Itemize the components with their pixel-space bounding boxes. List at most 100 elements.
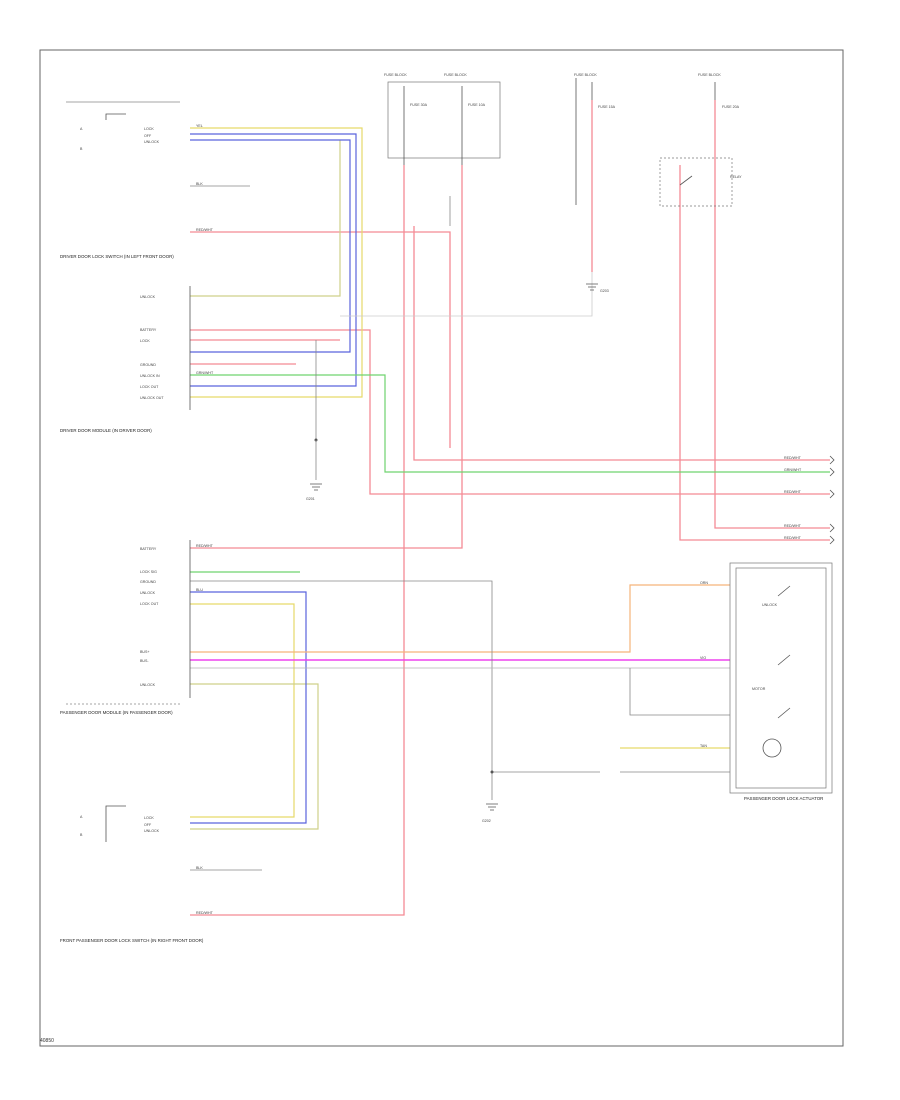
right-fuse-b-label: FUSE 20A [722, 105, 740, 109]
blue-wires [190, 133, 357, 824]
continuation-marker-3 [829, 489, 835, 499]
red-wire-battery-driver-switch [190, 231, 451, 448]
actuator-inner-box [735, 567, 827, 789]
green-wires [190, 374, 830, 573]
wire-labels: RED/WHT RED/WHT RED/WHT BLK BLK GRN/WHT … [196, 124, 802, 915]
g202-label: G202 [482, 819, 491, 823]
driver-door-lock-switch: A B LOCK OFF UNLOCK DRIVER DOOR LOCK SWI… [60, 101, 180, 259]
yellow-wire-driver-switch-lock [190, 127, 363, 398]
relay-box [659, 157, 733, 207]
actuator-label-unlock: UNLOCK [762, 603, 778, 607]
olive-wire-passenger-unlock [190, 683, 319, 830]
continuation-markers [829, 455, 835, 545]
passenger-module-pin-5: BUS+ [140, 650, 150, 654]
relay-contact [679, 175, 693, 186]
wire-label-yellow: YEL [196, 124, 203, 128]
actuator-switch-2 [777, 654, 791, 666]
relay-label: RELAY [730, 175, 742, 179]
ground-g203: G203 [586, 283, 609, 293]
blue-wire-driver-switch-unlock [190, 139, 351, 353]
right-fuse-a-label: FUSE 15A [598, 105, 616, 109]
red-wire-driver-module-battery [190, 329, 830, 495]
wire-label-green-white: GRN/WHT [196, 371, 214, 375]
g203-symbol [586, 283, 598, 291]
olive-wire-driver-unlock [190, 140, 341, 297]
gray-wire-passenger-ground [190, 580, 600, 773]
yellow-wires [190, 127, 730, 830]
passenger-switch-pole-b: B [80, 833, 83, 837]
wire-label-violet: VIO [700, 656, 706, 660]
upper-fuse-mid-label: FUSE 10A [468, 103, 486, 107]
right-fuse-block: FUSE BLOCK FUSE BLOCK FUSE 15A FUSE 20A … [574, 73, 742, 207]
passenger-module-pin-6: BUS- [140, 659, 149, 663]
driver-switch-pin-off: OFF [144, 134, 152, 138]
red-wire-upper-fuse-to-passenger-module [190, 165, 463, 549]
ground-g202: G202 [482, 770, 498, 823]
diagram-code: 40850 [40, 1038, 54, 1044]
driver-module-pin-6: UNLOCK OUT [140, 396, 164, 400]
actuator-switch-3 [777, 707, 791, 719]
wire-label-green-white-right: GRN/WHT [784, 468, 802, 472]
passenger-module-pin-1: LOCK SIG [140, 570, 157, 574]
gray-wire-actuator-unlock [629, 668, 730, 716]
actuator-title: PASSENGER DOOR LOCK ACTUATOR [744, 796, 823, 801]
passenger-switch-bracket [105, 805, 126, 842]
ground-g201: G201 [306, 438, 322, 501]
continuation-marker-2 [829, 467, 835, 477]
red-wires [190, 100, 830, 916]
wire-label-blue: BLU [196, 588, 203, 592]
diagram-frame [39, 49, 844, 1047]
wire-label-tan: TAN [700, 744, 707, 748]
passenger-switch-pin-lock: LOCK [144, 816, 154, 820]
blue-wire-passenger-switch-off [190, 591, 307, 824]
red-wire-upper-fuse-to-passenger-switch [190, 165, 405, 916]
g203-label: G203 [600, 289, 609, 293]
driver-module-pin-3: GROUND [140, 363, 156, 367]
driver-switch-title: DRIVER DOOR LOCK SWITCH (IN LEFT FRONT D… [60, 254, 174, 259]
actuator-label-motor: MOTOR [752, 687, 766, 691]
right-fuse-block-label-b: FUSE BLOCK [698, 73, 721, 77]
driver-switch-bracket [105, 113, 126, 120]
green-wire-driver-lock-out [190, 374, 830, 473]
gray-wire-right-splice [340, 272, 593, 317]
passenger-door-lock-switch: A B LOCK OFF UNLOCK FRONT PASSENGER DOOR… [60, 805, 204, 943]
g202-symbol [486, 803, 498, 811]
wire-label-red-white-3: RED/WHT [196, 911, 214, 915]
red-wire-to-right-edge-upper [413, 226, 830, 461]
continuation-marker-4 [829, 523, 835, 533]
passenger-module-pin-2: GROUND [140, 580, 156, 584]
passenger-switch-pin-unlock: UNLOCK [144, 829, 160, 833]
g201-symbol [310, 483, 322, 491]
passenger-door-module: BATTERY LOCK SIG GROUND UNLOCK LOCK OUT … [60, 540, 191, 715]
driver-door-module: UNLOCK BATTERY LOCK GROUND UNLOCK IN LOC… [60, 286, 191, 433]
red-wire-right-fuse-b-left [679, 165, 830, 541]
driver-module-pin-5: LOCK OUT [140, 385, 159, 389]
right-fuse-block-label-a: FUSE BLOCK [574, 73, 597, 77]
wire-label-red-white-right-1: RED/WHT [784, 456, 802, 460]
wire-label-black-1: BLK [196, 182, 203, 186]
g202-splice [490, 770, 494, 774]
g201-label: G201 [306, 497, 315, 501]
wire-label-red-white-1: RED/WHT [196, 228, 214, 232]
passenger-module-title: PASSENGER DOOR MODULE (IN PASSENGER DOOR… [60, 710, 173, 715]
actuator-outer-box [729, 562, 833, 794]
red-wire-right-fuse-b-right [714, 100, 830, 529]
wire-label-orange: ORN [700, 581, 708, 585]
gray-wires [190, 185, 730, 871]
wire-label-red-white-2: RED/WHT [196, 544, 214, 548]
driver-module-pin-0: UNLOCK [140, 295, 156, 299]
actuator-switch-1 [777, 585, 791, 597]
passenger-door-lock-actuator: UNLOCK MOTOR PASSENGER DOOR LOCK ACTUATO… [729, 562, 833, 801]
passenger-switch-pin-off: OFF [144, 823, 152, 827]
passenger-module-pin-0: BATTERY [140, 547, 157, 551]
passenger-switch-pole-a: A [80, 815, 83, 819]
wire-label-red-white-right-2: RED/WHT [784, 490, 802, 494]
wire-label-red-white-right-4: RED/WHT [784, 536, 802, 540]
driver-module-pin-4: UNLOCK IN [140, 374, 160, 378]
driver-module-title: DRIVER DOOR MODULE (IN DRIVER DOOR) [60, 428, 152, 433]
blue-wire-driver-switch-off [190, 133, 357, 387]
driver-module-pin-2: LOCK [140, 339, 150, 343]
continuation-marker-5 [829, 535, 835, 545]
wire-label-red-white-right-3: RED/WHT [784, 524, 802, 528]
